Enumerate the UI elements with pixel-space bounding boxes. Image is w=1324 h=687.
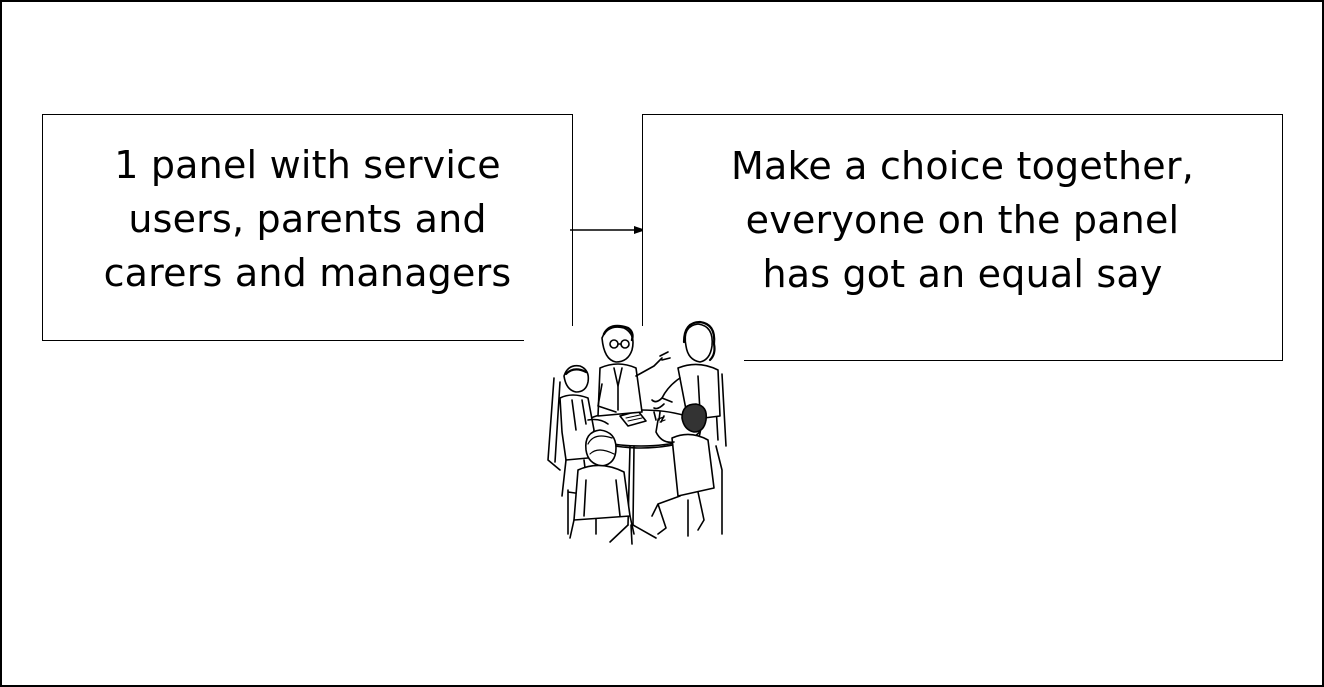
person-right-icon: [652, 322, 720, 420]
meeting-table-people-icon: [538, 320, 748, 560]
panel-description-text: 1 panel with service users, parents and …: [104, 138, 512, 318]
equal-say-text: Make a choice together, everyone on the …: [731, 139, 1194, 337]
panel-description-line-2: users, parents and: [128, 196, 487, 241]
equal-say-box: Make a choice together, everyone on the …: [642, 114, 1283, 361]
person-pointing-icon: [598, 326, 670, 416]
panel-description-box: 1 panel with service users, parents and …: [42, 114, 573, 341]
panel-description-line-1: 1 panel with service: [114, 142, 501, 187]
panel-description-line-3: carers and managers: [103, 250, 512, 295]
equal-say-line-3: has got an equal say: [762, 251, 1163, 296]
equal-say-line-2: everyone on the panel: [745, 197, 1180, 242]
person-front-left-icon: [570, 430, 634, 538]
chair-icon: [548, 372, 726, 536]
flow-arrow-icon: [570, 226, 646, 234]
person-front-right-icon: [652, 404, 714, 534]
equal-say-line-1: Make a choice together,: [731, 143, 1194, 188]
